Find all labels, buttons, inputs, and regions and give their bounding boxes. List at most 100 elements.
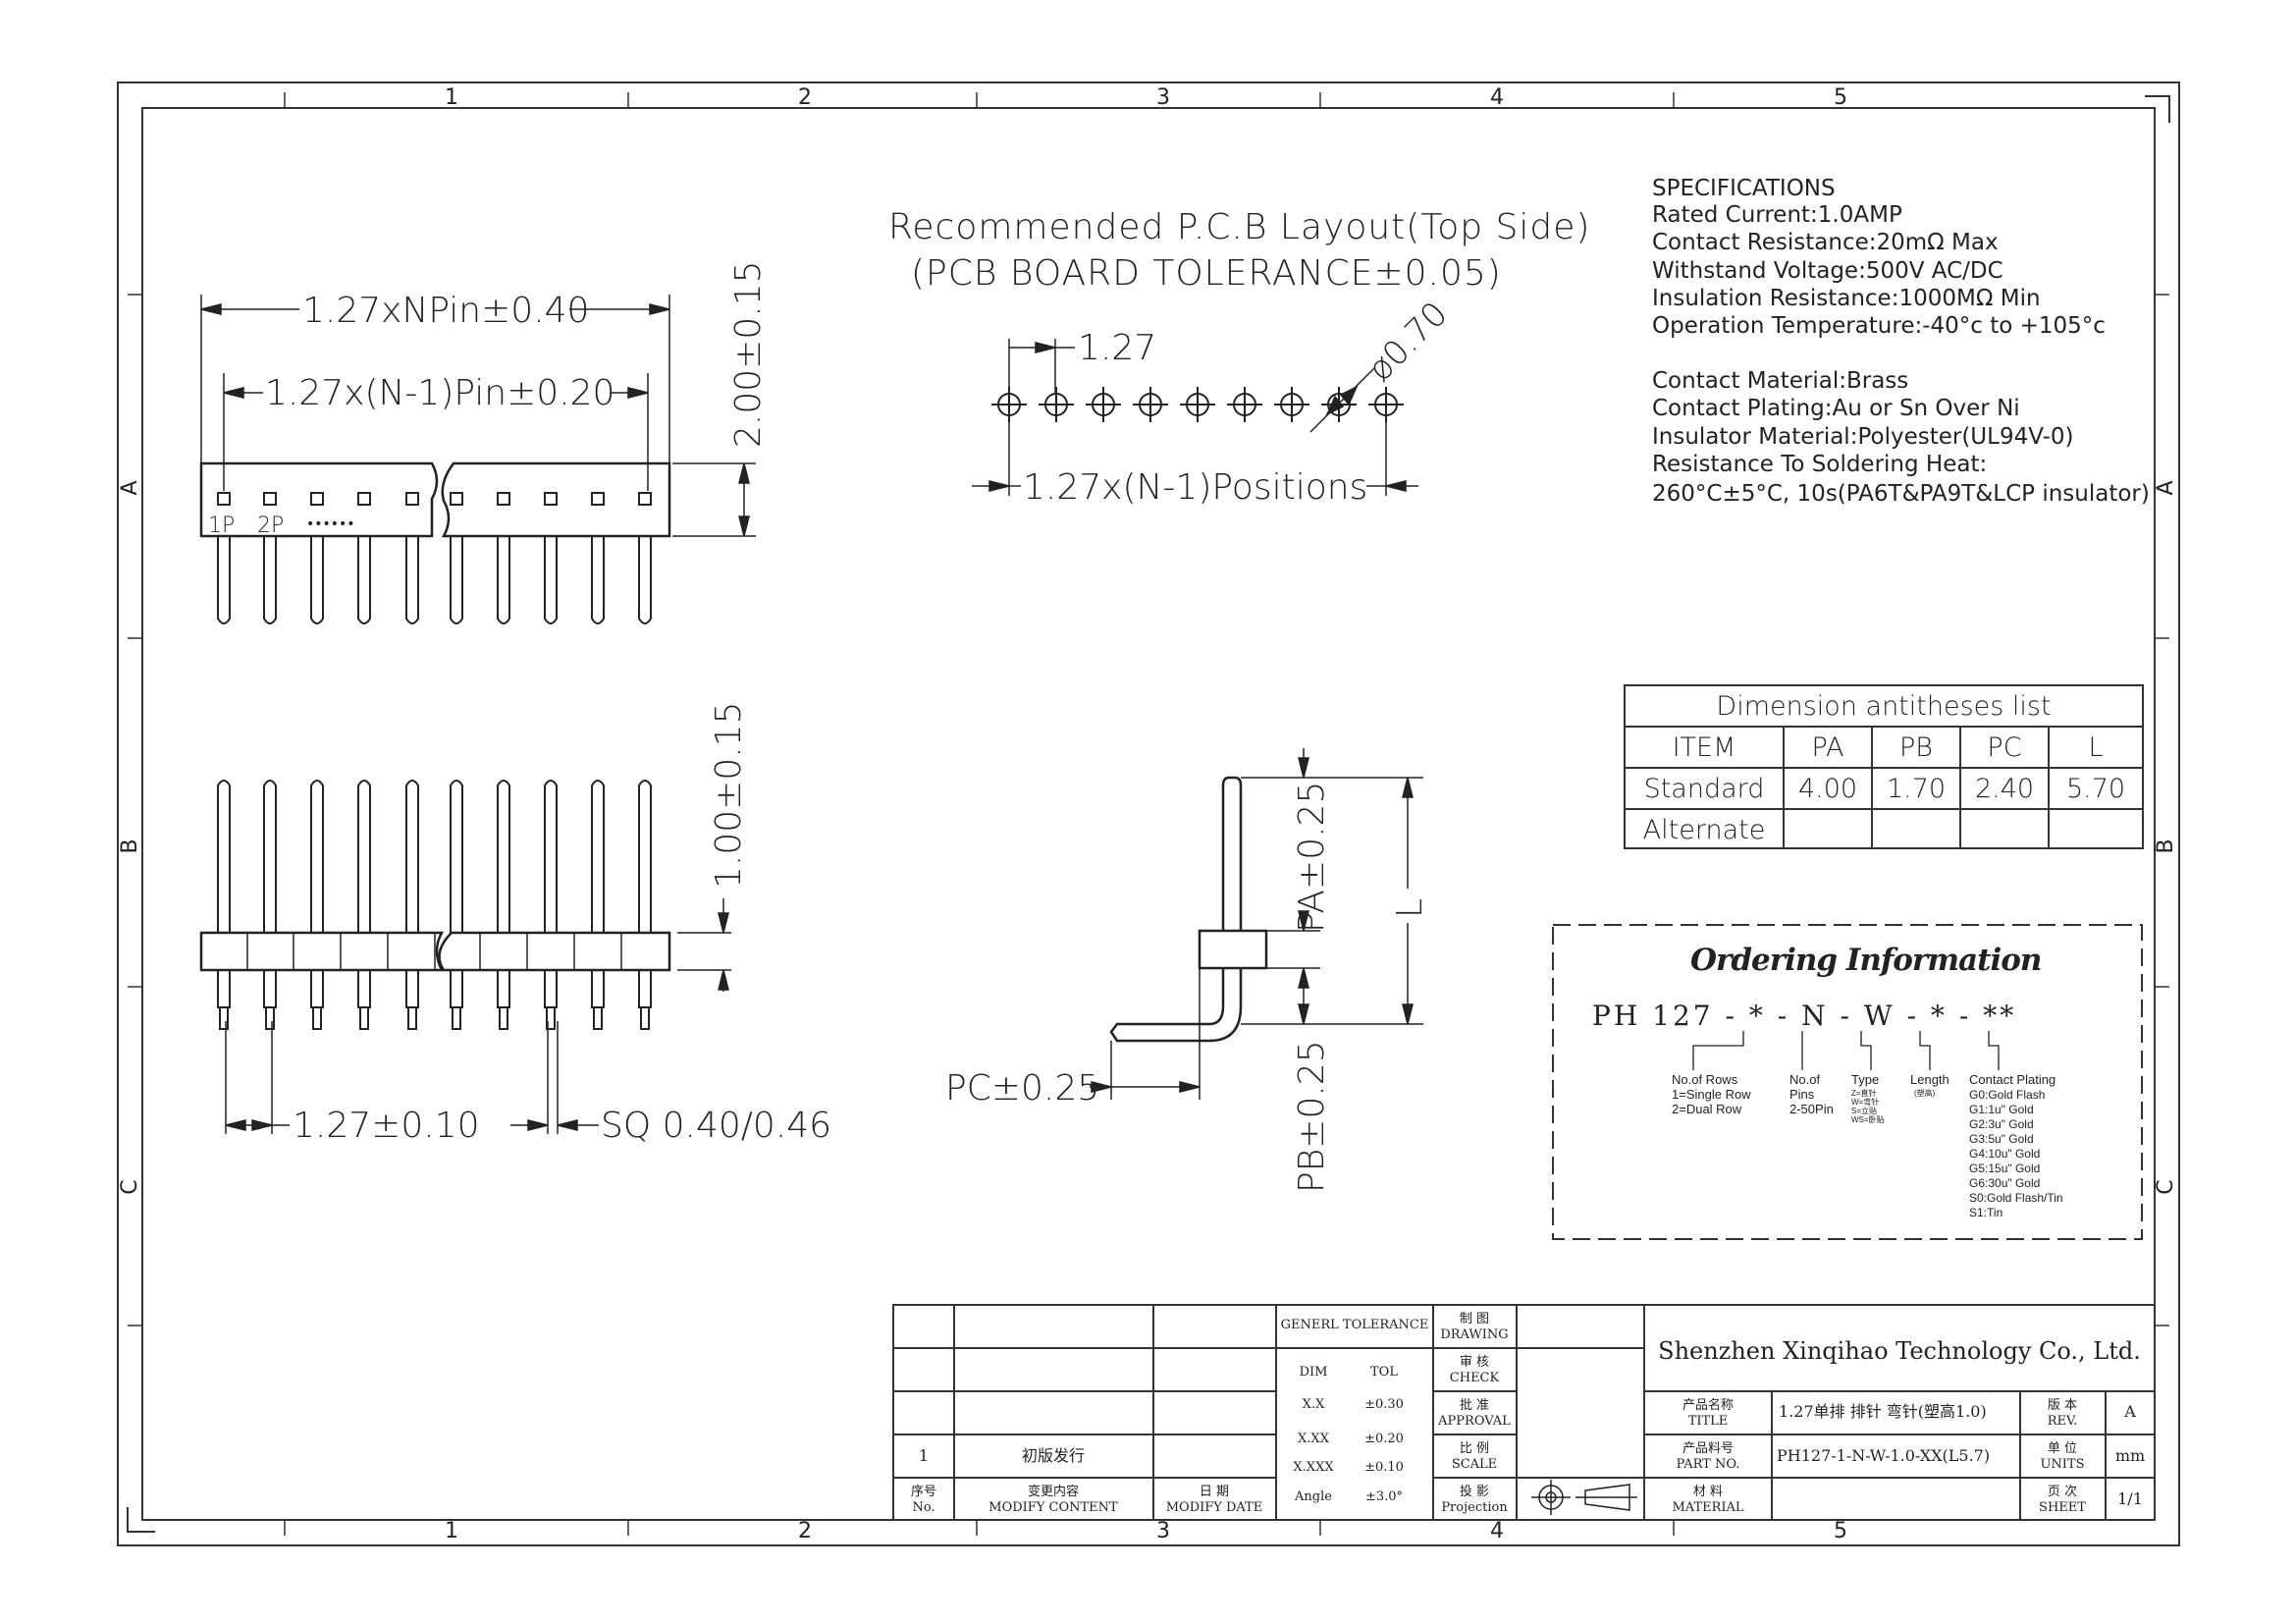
title-label-cn: 产品名称 [1682,1397,1734,1413]
contact-square [591,492,605,506]
zone-col-4-bottom: 4 [1490,1519,1504,1543]
spec-line: Rated Current:1.0AMP [1652,202,1902,228]
front-view-tail-end [312,1006,322,1030]
revision-number: 1 [919,1446,929,1465]
contact-square [263,492,277,506]
dim-pcb-pitch: 1.27 [1078,328,1156,368]
top-view-pin [591,535,605,624]
table-cell: 4.00 [1798,774,1857,804]
front-view-tail [450,969,463,1008]
zone-row-a-right: A [2154,480,2178,495]
tol-row-dim: Angle [1294,1489,1332,1504]
front-view-dimension-lines [225,898,731,1134]
contact-square [357,492,371,506]
table-cell: Alternate [1643,815,1766,845]
top-view-pin [310,535,324,624]
top-view-pin [638,535,652,624]
front-view-housing-dividers [246,933,622,970]
order-plating-option: G4:10u" Gold [1969,1147,2040,1161]
dim-pitch-span: 1.27x(N-1)Pin±0.20 [265,373,614,413]
zone-col-1-top: 1 [445,85,458,110]
ordering-code: PH 127 - * - N - W - * - ** [1592,1000,2016,1032]
check-label-cn: 审 核 [1460,1355,1489,1370]
dim-pcb-positions: 1.27x(N-1)Positions [1023,467,1367,508]
order-plating-option: S1:Tin [1969,1206,2002,1219]
pcb-layout-title: Recommended P.C.B Layout(Top Side) [888,207,1590,247]
front-view-tail [310,969,324,1008]
spec-line: Insulator Material:Polyester(UL94V-0) [1652,424,2074,450]
spec-line: 260°C±5°C, 10s(PA6T&PA9T&LCP insulator) [1652,481,2150,507]
order-pins-label: Pins [1789,1087,1815,1102]
general-tolerance-label: GENERL TOLERANCE [1281,1318,1429,1332]
zone-row-a-left: A [118,480,142,495]
front-view-tail-end [265,1006,275,1030]
tol-row-value: ±0.10 [1364,1460,1404,1475]
projection-label-en: Projection [1441,1500,1508,1515]
title-label-en: TITLE [1688,1414,1729,1429]
front-view-tail-end [546,1006,556,1030]
front-view-pin [638,780,652,933]
top-view-pin [217,535,231,624]
zone-col-1-bottom: 1 [445,1519,458,1543]
scale-label-cn: 比 例 [1460,1441,1489,1456]
dim-pc: PC±0.25 [945,1068,1099,1109]
order-plating-option: G3:5u" Gold [1969,1132,2034,1146]
units-label-cn: 单 位 [2048,1441,2077,1456]
table-header: L [2088,732,2103,763]
front-view-housing [199,931,671,972]
pcb-dimension-lines [972,339,1418,496]
part-label-en: PART NO. [1677,1457,1740,1472]
company-name: Shenzhen Xinqihao Technology Co., Ltd. [1658,1337,2141,1365]
table-header: PC [1987,732,2021,763]
tol-row-value: ±3.0° [1365,1489,1403,1504]
spec-line: Insulation Resistance:1000MΩ Min [1652,286,2041,311]
front-view-tail [217,969,231,1008]
table-cell: 1.70 [1887,774,1946,804]
front-view-pin [310,780,324,933]
order-type-option: Z=直针 [1851,1088,1877,1098]
dim-pa: PA±0.25 [1292,782,1332,933]
order-plating-option: S0:Gold Flash/Tin [1969,1191,2063,1205]
front-view-tail-end [499,1006,508,1030]
order-plating-option: G2:3u" Gold [1969,1117,2034,1131]
order-pins-label: 2-50Pin [1789,1102,1834,1116]
spec-line: Contact Material:Brass [1652,368,1908,394]
front-view-pin [263,780,277,933]
spec-line: Resistance To Soldering Heat: [1652,452,1987,477]
front-view-pins [217,780,652,933]
material-label-cn: 材 料 [1693,1485,1723,1499]
tol-row-value: ±0.20 [1364,1432,1404,1446]
spec-line: Contact Resistance:20mΩ Max [1652,230,1999,255]
order-rows-label: 1=Single Row [1672,1087,1751,1102]
part-number: PH127-1-N-W-1.0-XX(L5.7) [1777,1446,1990,1465]
order-plating-option: G1:1u" Gold [1969,1103,2034,1116]
top-view-contact-squares [217,492,652,506]
order-rows-label: No.of Rows [1672,1072,1738,1087]
zone-labels: 1 2 3 4 5 1 2 3 4 5 A B C A B C [118,85,2178,1543]
check-label-en: CHECK [1450,1371,1500,1385]
front-view-tail-end [593,1006,603,1030]
dim-hole-diameter: ø0.70 [1361,295,1456,390]
contact-square [310,492,324,506]
front-view-tail-end [219,1006,229,1030]
front-view-pin [217,780,231,933]
spec-heading: SPECIFICATIONS [1652,176,1836,201]
front-view-pin [357,780,371,933]
zone-col-2-bottom: 2 [798,1519,812,1543]
date-label-cn: 日 期 [1200,1485,1229,1499]
pcb-layout: Recommended P.C.B Layout(Top Side) (PCB … [888,207,1590,508]
specifications-block: SPECIFICATIONS Rated Current:1.0AMP Cont… [1652,176,2150,507]
content-label-en: MODIFY CONTENT [988,1500,1118,1515]
order-type-option: S=立贴 [1851,1106,1877,1115]
tol-header: TOL [1370,1365,1398,1380]
table-cell: Standard [1644,774,1765,804]
spec-line: Withstand Voltage:500V AC/DC [1652,258,2003,284]
tol-row-dim: X.XX [1298,1432,1330,1446]
order-length-label: Length [1910,1072,1949,1087]
ordering-title: Ordering Information [1690,943,2041,978]
contact-square [217,492,231,506]
zone-row-b-left: B [118,839,142,853]
product-title: 1.27单排 排针 弯针(塑高1.0) [1779,1402,1987,1421]
zone-col-2-top: 2 [798,85,812,110]
order-plating-option: G6:30u" Gold [1969,1176,2040,1190]
